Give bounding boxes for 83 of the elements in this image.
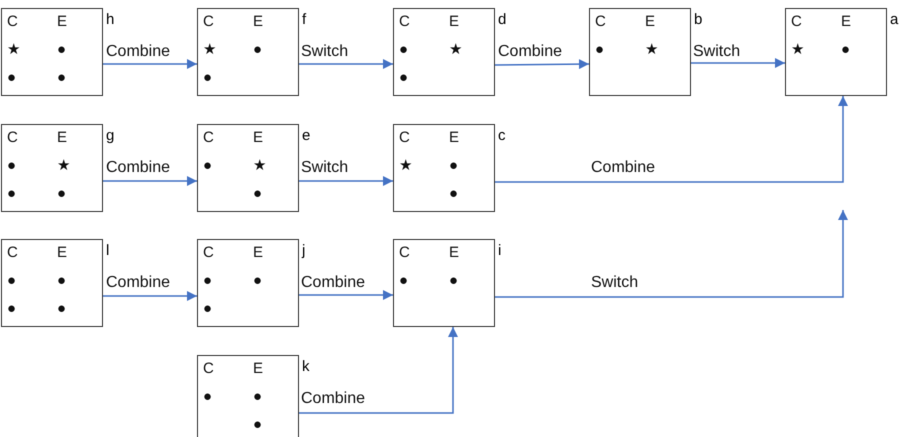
state-mark: ● bbox=[57, 185, 66, 202]
arrow bbox=[495, 210, 848, 298]
state-letter: e bbox=[302, 127, 310, 144]
column-header: C bbox=[399, 244, 410, 261]
state-mark: ● bbox=[399, 41, 408, 58]
state-mark: ★ bbox=[791, 41, 804, 58]
state-mark: ● bbox=[253, 416, 262, 433]
state-mark: ● bbox=[449, 272, 458, 289]
state-mark: ● bbox=[253, 41, 262, 58]
state-mark: ★ bbox=[449, 41, 462, 58]
column-header: C bbox=[791, 13, 802, 30]
arrow bbox=[299, 59, 393, 69]
state-letter: l bbox=[106, 242, 110, 259]
column-header: C bbox=[399, 129, 410, 146]
column-header: E bbox=[253, 360, 264, 377]
state-mark: ● bbox=[595, 41, 604, 58]
column-header: E bbox=[645, 13, 656, 30]
state-mark: ● bbox=[203, 69, 212, 86]
state-mark: ● bbox=[399, 272, 408, 289]
state-mark: ● bbox=[7, 69, 16, 86]
state-mark: ★ bbox=[253, 157, 266, 174]
column-header: C bbox=[203, 129, 214, 146]
state-letter: a bbox=[890, 11, 898, 28]
state-mark: ● bbox=[203, 388, 212, 405]
column-header: C bbox=[203, 244, 214, 261]
column-header: E bbox=[841, 13, 852, 30]
state-letter: i bbox=[498, 242, 502, 259]
column-header: E bbox=[57, 13, 68, 30]
arrow bbox=[103, 176, 197, 186]
arrow bbox=[299, 290, 393, 300]
arrow bbox=[495, 59, 589, 70]
column-header: C bbox=[7, 13, 18, 30]
column-header: E bbox=[57, 244, 68, 261]
state-mark: ● bbox=[7, 185, 16, 202]
state-mark: ● bbox=[7, 157, 16, 174]
arrow bbox=[299, 327, 458, 414]
arrow bbox=[495, 96, 848, 183]
state-mark: ● bbox=[57, 69, 66, 86]
state-mark: ● bbox=[399, 69, 408, 86]
state-mark: ● bbox=[57, 41, 66, 58]
state-mark: ● bbox=[449, 157, 458, 174]
state-letter: h bbox=[106, 11, 114, 28]
state-mark: ● bbox=[203, 272, 212, 289]
arrow bbox=[103, 59, 197, 69]
column-header: E bbox=[449, 244, 460, 261]
state-mark: ● bbox=[449, 185, 458, 202]
state-mark: ● bbox=[253, 185, 262, 202]
state-mark: ★ bbox=[645, 41, 658, 58]
state-letter: b bbox=[694, 11, 702, 28]
state-mark: ● bbox=[203, 157, 212, 174]
state-mark: ● bbox=[253, 272, 262, 289]
column-header: C bbox=[7, 129, 18, 146]
state-mark: ● bbox=[7, 272, 16, 289]
column-header: E bbox=[253, 129, 264, 146]
arrow bbox=[103, 291, 197, 301]
column-header: E bbox=[253, 244, 264, 261]
state-mark: ● bbox=[7, 300, 16, 317]
column-header: E bbox=[57, 129, 68, 146]
state-letter: g bbox=[106, 127, 114, 144]
column-header: E bbox=[253, 13, 264, 30]
column-header: C bbox=[7, 244, 18, 261]
arrow bbox=[691, 58, 785, 68]
state-mark: ★ bbox=[203, 41, 216, 58]
state-mark: ● bbox=[57, 272, 66, 289]
state-letter: j bbox=[302, 242, 306, 259]
state-mark: ● bbox=[203, 300, 212, 317]
state-letter: c bbox=[498, 127, 506, 144]
state-mark: ★ bbox=[399, 157, 412, 174]
column-header: C bbox=[399, 13, 410, 30]
column-header: C bbox=[595, 13, 606, 30]
column-header: E bbox=[449, 13, 460, 30]
column-header: C bbox=[203, 360, 214, 377]
column-header: C bbox=[203, 13, 214, 30]
state-mark: ● bbox=[253, 388, 262, 405]
arrow bbox=[299, 176, 393, 186]
state-letter: d bbox=[498, 11, 506, 28]
state-mark: ★ bbox=[7, 41, 20, 58]
state-mark: ● bbox=[57, 300, 66, 317]
state-mark: ● bbox=[841, 41, 850, 58]
state-letter: f bbox=[302, 11, 306, 28]
state-letter: k bbox=[302, 358, 310, 375]
column-header: E bbox=[449, 129, 460, 146]
state-mark: ★ bbox=[57, 157, 70, 174]
